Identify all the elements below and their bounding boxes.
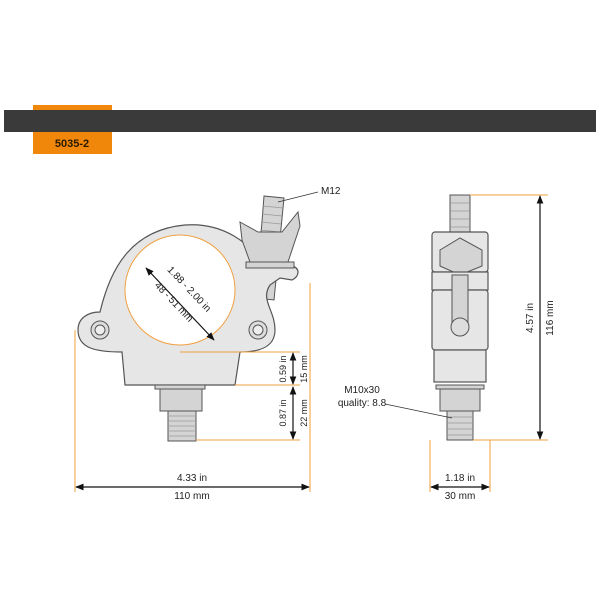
side-height-in: 4.57 in bbox=[525, 303, 536, 333]
side-width-mm: 30 mm bbox=[445, 491, 476, 502]
bolt-length-mm: 22 mm bbox=[299, 399, 309, 427]
m10-leader bbox=[384, 403, 453, 419]
side-width-in: 1.18 in bbox=[445, 473, 475, 484]
m10-label: M10x30 bbox=[344, 385, 380, 396]
bolt-quality: quality: 8.8 bbox=[338, 398, 387, 409]
front-width-in: 4.33 in bbox=[177, 473, 207, 484]
bolt-length-in: 0.87 in bbox=[278, 399, 288, 426]
product-code: 5035-2 bbox=[55, 138, 89, 150]
tube-diameter-line bbox=[145, 267, 215, 341]
header-bar bbox=[4, 110, 596, 132]
lower-block-mm: 15 mm bbox=[299, 355, 309, 383]
lower-block-in: 0.59 in bbox=[278, 355, 288, 382]
front-width-mm: 110 mm bbox=[174, 491, 209, 502]
side-height-mm: 116 mm bbox=[545, 300, 556, 335]
m12-label: M12 bbox=[321, 186, 341, 197]
tube-opening bbox=[124, 234, 236, 346]
m12-leader bbox=[277, 191, 319, 203]
clamp-side-view bbox=[431, 194, 489, 441]
